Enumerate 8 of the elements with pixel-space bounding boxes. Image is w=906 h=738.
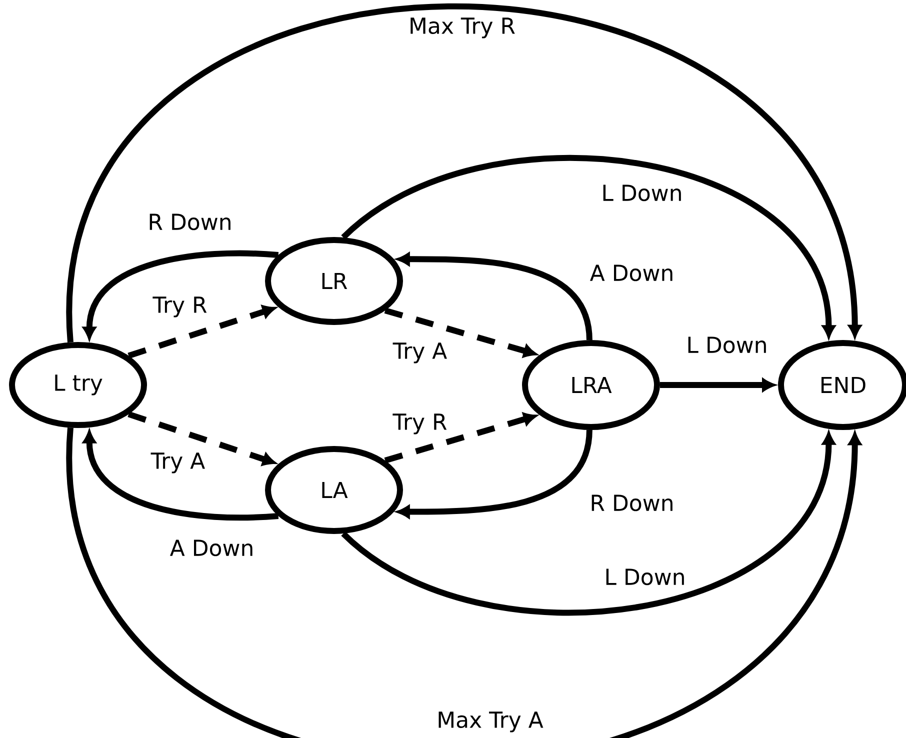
edge-label: A Down <box>168 538 256 558</box>
arrow <box>660 378 775 392</box>
edge-label: Max Try A <box>434 710 546 734</box>
edge-label: Max Try R <box>406 16 518 40</box>
edge-label: L Down <box>684 334 770 356</box>
edge-label: R Down <box>146 212 234 232</box>
edge-label: Try R <box>390 412 450 436</box>
edge-label: Try A <box>390 340 450 366</box>
